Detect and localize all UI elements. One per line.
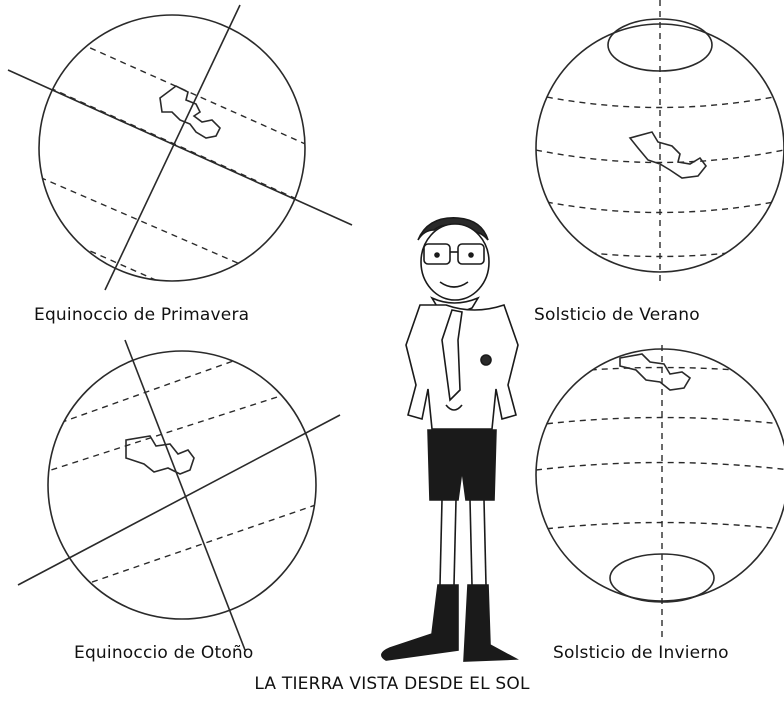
label-equinox-autumn: Equinoccio de Otoño: [74, 643, 254, 663]
globe-equinox-spring: [7, 4, 353, 291]
globe-equinox-autumn: [17, 339, 341, 651]
mexico-map-icon: [125, 435, 195, 475]
label-equinox-spring: Equinoccio de Primavera: [34, 305, 250, 325]
globe-solstice-winter: [535, 345, 784, 640]
boy-figure: [381, 217, 519, 662]
globe-solstice-summer: [535, 0, 784, 285]
mexico-map-icon: [619, 353, 692, 391]
label-solstice-winter: Solsticio de Invierno: [553, 643, 729, 663]
figure-caption: LA TIERRA VISTA DESDE EL SOL: [254, 674, 530, 694]
mexico-map-icon: [159, 85, 221, 139]
label-solstice-summer: Solsticio de Verano: [534, 305, 700, 325]
mexico-map-icon: [628, 131, 708, 179]
